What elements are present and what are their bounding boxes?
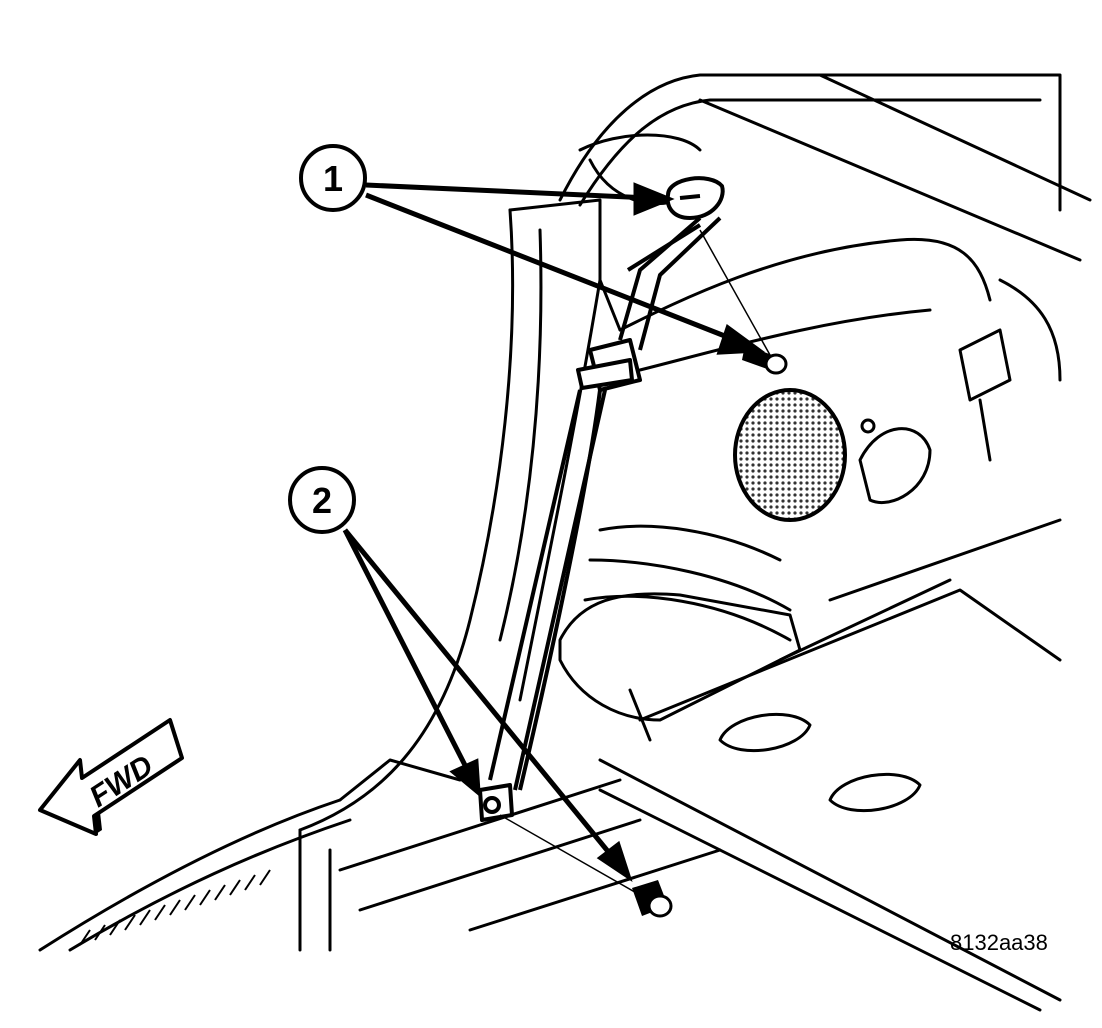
vehicle-body-outline [38, 73, 1092, 1012]
figure-id: 8132aa38 [950, 930, 1048, 955]
upper-anchor-bolt [742, 345, 788, 375]
lower-anchor-bolt [632, 880, 673, 918]
callout-1: 1 [299, 144, 367, 212]
sill-plate-ribs [79, 869, 271, 946]
callout-1-label: 1 [323, 158, 343, 199]
fwd-arrow-shape [38, 718, 184, 836]
speaker-grille [733, 388, 847, 522]
callout-2-circle [288, 466, 356, 534]
callout-2: 2 [288, 466, 356, 534]
installation-guide-lines [499, 229, 771, 896]
callout-2-label: 2 [312, 480, 332, 521]
callout-arrows [342, 182, 766, 883]
callout-1-circle [299, 144, 367, 212]
seat-belt-assembly [478, 176, 725, 822]
forward-direction-arrow: FWD [38, 718, 184, 836]
